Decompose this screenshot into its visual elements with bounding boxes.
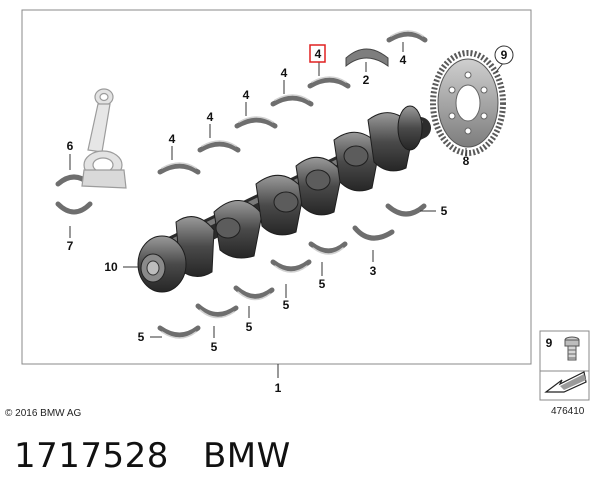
label-4f: 4 (400, 53, 407, 67)
label-4d: 4 (281, 66, 288, 80)
label-4a: 4 (169, 132, 176, 146)
label-5e: 5 (319, 277, 326, 291)
brand-name: BMW (202, 436, 291, 476)
diagram-frame (21, 9, 532, 365)
connecting-rod (81, 88, 127, 189)
label-8: 8 (463, 154, 470, 168)
diagram-arrow-icon (544, 371, 587, 393)
increment-wheel (430, 50, 506, 156)
highlight-box (309, 44, 326, 63)
label-4b: 4 (207, 110, 214, 124)
lower-bearing-highlights (161, 247, 344, 339)
leader-lines (69, 42, 505, 378)
label-5f: 5 (441, 204, 448, 218)
label-10: 10 (104, 260, 118, 274)
lower-bearing-shells (157, 203, 427, 338)
diagram-number: 476410 (551, 406, 585, 417)
label-4-highlighted: 4 (315, 47, 322, 61)
bolt-icon (564, 336, 580, 361)
crankshaft (137, 105, 431, 293)
inset-bolt-box: 9 (539, 330, 590, 401)
label-5c: 5 (246, 320, 253, 334)
part-number: 1717528 (14, 436, 169, 476)
label-5b: 5 (211, 340, 218, 354)
label-1: 1 (275, 381, 282, 395)
label-5a: 5 (138, 330, 145, 344)
label-4c: 4 (243, 88, 250, 102)
label-7: 7 (67, 239, 74, 253)
label-9: 9 (501, 48, 508, 62)
callout-circle-9 (494, 45, 514, 65)
thrust-bearing (345, 48, 389, 68)
part-caption: 1717528 BMW (14, 436, 291, 476)
label-6: 6 (67, 139, 74, 153)
label-2: 2 (363, 73, 370, 87)
label-5d: 5 (283, 298, 290, 312)
copyright-text: © 2016 BMW AG (5, 408, 82, 419)
inset-label-9: 9 (546, 336, 553, 350)
parts-diagram: 6 7 4 4 4 4 4 2 4 9 8 10 5 5 5 5 5 3 5 1… (5, 9, 590, 419)
label-3: 3 (370, 264, 377, 278)
